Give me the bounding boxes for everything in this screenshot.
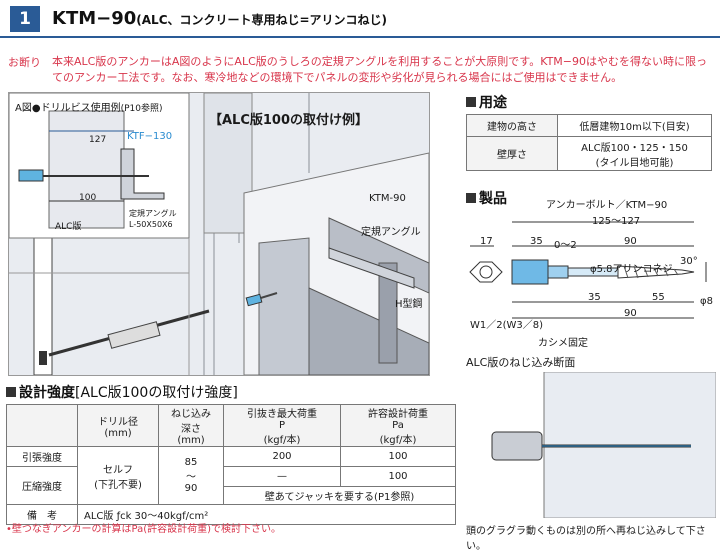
page-title: KTM−90(ALC、コンクリート専用ねじ=アリンコねじ)	[52, 8, 387, 29]
drill-value: セルフ(下孔不要)	[77, 446, 159, 505]
dim-phi8: φ8	[700, 296, 713, 307]
inset-drawing	[18, 110, 165, 229]
callout-h-beam: H型鋼	[395, 299, 423, 310]
dim-35b: 35	[588, 292, 601, 303]
usage-row: 壁厚さ ALC版100・125・150(タイル目地可能)	[466, 136, 712, 171]
comp-pull-value: —	[223, 466, 341, 487]
row-pull-label: 引張強度	[6, 446, 78, 467]
title-main: KTM−90	[52, 8, 137, 29]
installation-drawing	[9, 93, 429, 375]
product-caption: アンカーボルト／KTM−90	[546, 200, 668, 211]
dim-90: 90	[624, 236, 637, 247]
inset-ktf-label: KTF−130	[127, 131, 173, 142]
dim-90b: 90	[624, 308, 637, 319]
pull-value: 200	[223, 446, 341, 467]
inset-title: A図●ドリルビス使用例(P10参照)	[15, 103, 163, 114]
section-note: 頭のグラグラ動くものは別の所へ再ねじ込みして下さい。	[466, 526, 706, 552]
inset-dim-127: 127	[89, 135, 107, 145]
depth-value: 85〜90	[158, 446, 224, 505]
usage-table: 建物の高さ 低層建物10m以下(目安) 壁厚さ ALC版100・125・150(…	[466, 114, 712, 171]
row-comp-label: 圧縮強度	[6, 466, 78, 505]
usage-title: 用途	[466, 92, 507, 112]
section-title: ALC版のねじ込み断面	[466, 356, 576, 369]
comp-allow-value: 100	[340, 466, 456, 487]
inset-angle-size: L-50X50X6	[129, 220, 173, 229]
title-sub: (ALC、コンクリート専用ねじ=アリンコねじ)	[136, 13, 388, 27]
angle-label: 30°	[680, 256, 698, 267]
inset-dim-100: 100	[79, 193, 97, 203]
comp-note: 壁あてジャッキを要する(P1参照)	[223, 486, 456, 505]
inset-alc-label: ALC版	[55, 222, 82, 232]
th-drill: ドリル径(mm)	[77, 404, 159, 447]
installation-illustration: A図●ドリルビス使用例(P10参照) 127 KTF−130 100 ALC版 …	[8, 92, 430, 376]
inset-angle-label: 定規アングル	[129, 209, 177, 218]
usage-label: 壁厚さ	[466, 136, 558, 171]
usage-label: 建物の高さ	[466, 114, 558, 137]
dim-17: 17	[480, 236, 493, 247]
header-rule	[0, 36, 720, 38]
product-drawing	[469, 221, 707, 319]
callout-ktm: KTM-90	[369, 193, 406, 204]
th-depth: ねじ込み深さ(mm)	[158, 404, 224, 447]
usage-value: 低層建物10m以下(目安)	[557, 114, 712, 137]
callout-angle: 定規アングル	[361, 227, 421, 238]
allow-value: 100	[340, 446, 456, 467]
product-title: 製品	[466, 188, 507, 208]
header-bar	[0, 0, 720, 38]
main-illustration-title: 【ALC版100の取付け例】	[209, 113, 369, 128]
remark-text: ALC版 ƒck 30〜40kgf/cm²	[77, 504, 456, 525]
section-number: 1	[10, 6, 40, 32]
notice-text: 本来ALC版のアンカーはA図のようにALC版のうしろの定規アングルを利用すること…	[52, 55, 707, 84]
fix-label: カシメ固定	[538, 338, 588, 349]
section-drawing	[466, 372, 716, 518]
usage-row: 建物の高さ 低層建物10m以下(目安)	[466, 114, 712, 137]
usage-value: ALC版100・125・150(タイル目地可能)	[557, 136, 712, 171]
notice-label: お断り	[8, 56, 41, 69]
thread-label: φ5.8アリンコネジ	[590, 264, 673, 275]
dim-total: 125〜127	[592, 216, 641, 227]
dim-35: 35	[530, 236, 543, 247]
strength-title: 設計強度[ALC版100の取付け強度]	[6, 382, 238, 402]
dim-0-2: 0〜2	[554, 240, 577, 251]
w-label: W1／2(W3／8)	[470, 320, 544, 331]
dim-55: 55	[652, 292, 665, 303]
strength-footnote: •壁つなぎアンカーの計算はPa(許容設計荷重)で検討下さい。	[6, 524, 282, 535]
